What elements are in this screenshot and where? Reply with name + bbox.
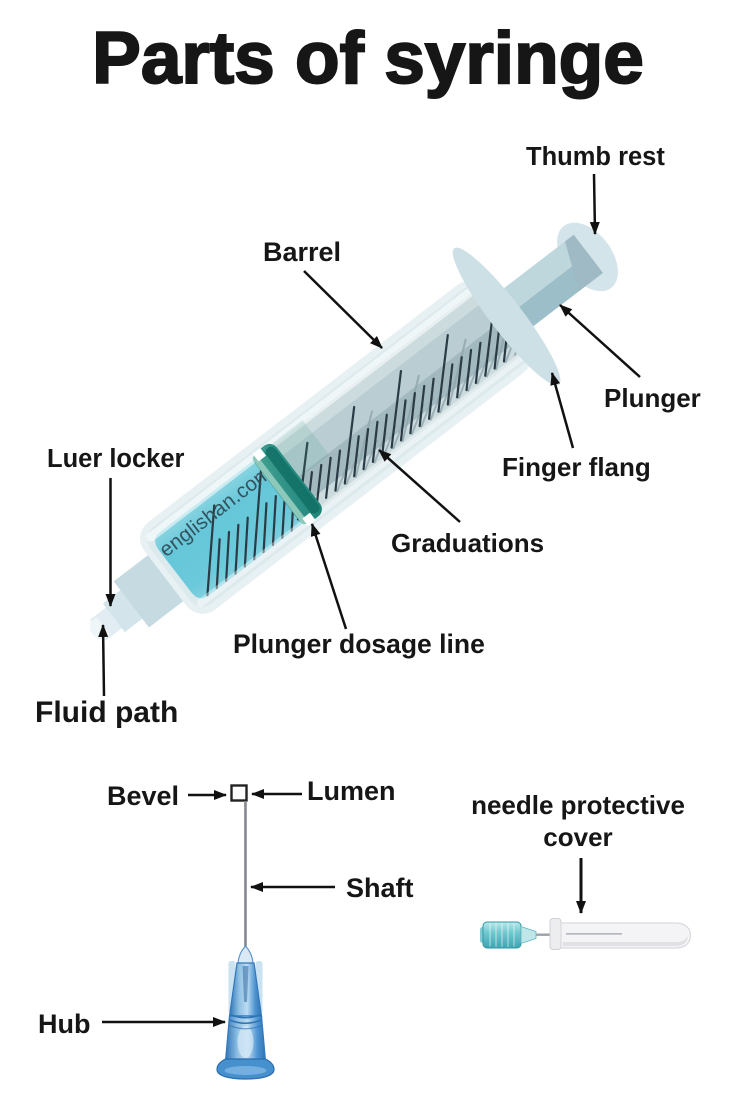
svg-text:Shaft: Shaft <box>346 873 414 903</box>
svg-text:Finger flang: Finger flang <box>502 452 651 482</box>
svg-text:Lumen: Lumen <box>307 776 396 806</box>
svg-text:Bevel: Bevel <box>107 781 179 811</box>
svg-text:cover: cover <box>543 822 612 852</box>
svg-text:Plunger dosage line: Plunger dosage line <box>233 629 485 659</box>
svg-text:Fluid path: Fluid path <box>35 696 178 729</box>
svg-text:Thumb rest: Thumb rest <box>526 143 665 171</box>
svg-text:Hub: Hub <box>38 1009 90 1039</box>
svg-text:Parts of syringe: Parts of syringe <box>92 18 644 99</box>
svg-text:needle protective: needle protective <box>471 790 685 820</box>
svg-text:Luer locker: Luer locker <box>47 445 185 473</box>
svg-text:Barrel: Barrel <box>263 237 341 267</box>
svg-text:Graduations: Graduations <box>391 528 544 558</box>
svg-text:Plunger: Plunger <box>604 383 701 413</box>
